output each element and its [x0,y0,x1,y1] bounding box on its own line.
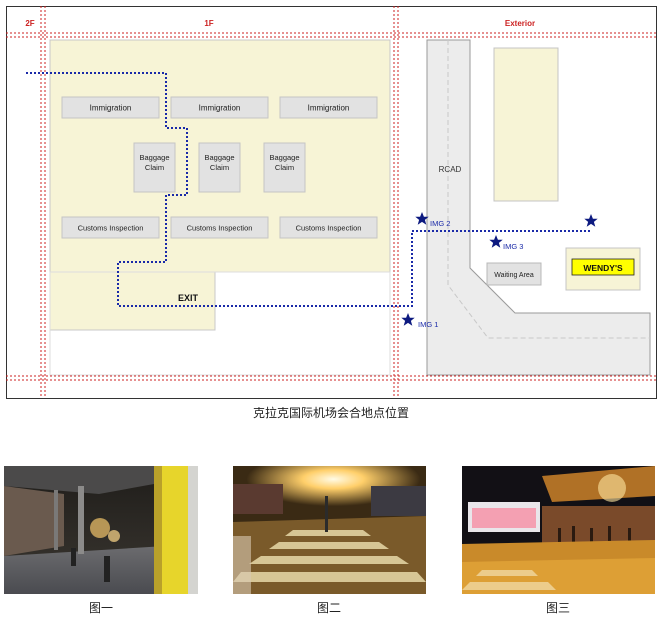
photo-3-caption: 图三 [545,601,570,615]
label-line: Claim [210,163,229,172]
label-line: Baggage [139,153,169,162]
section-exterior: Exterior [505,19,535,28]
immigration-label: Immigration [308,104,350,113]
label-line: Claim [275,163,294,172]
marker-label-img2: IMG 2 [430,219,450,228]
customs-label: Customs Inspection [78,224,144,233]
customs-label: Customs Inspection [187,224,253,233]
immigration-label: Immigration [199,104,241,113]
star-icon [489,235,503,248]
wendys-sign [571,258,635,276]
customs-boxes: Customs Inspection Customs Inspection Cu… [61,216,378,239]
meeting-stars [401,212,598,326]
parking-building [493,47,559,202]
marker-label-img3: IMG 3 [503,242,523,251]
label-line: Baggage [269,153,299,162]
wendys-label: WENDY'S [583,263,623,273]
waiting-area-label: Waiting Area [494,272,534,279]
label-line: Baggage [204,153,234,162]
section-2f: 2F [25,19,34,28]
hall-lower-area [49,271,391,376]
exit-label: EXIT [178,293,199,303]
airport-map: 2F 1F Exterior Immigration Immigration I… [6,6,657,399]
customs-label: Customs Inspection [296,224,362,233]
section-dividers [6,6,656,398]
road-centerline [447,40,650,339]
marker-label-img1: IMG 1 [418,320,438,329]
road [426,39,651,376]
star-icon [415,212,429,225]
section-1f: 1F [204,19,213,28]
photo-1-caption: 图一 [88,601,113,615]
map-caption: 克拉克国际机场会合地点位置 [252,406,409,420]
label-line: Claim [145,163,164,172]
waiting-area [486,262,542,286]
immigration-boxes: Immigration Immigration Immigration [61,96,378,119]
star-icon [401,313,415,326]
photo-1 [4,466,198,594]
road-label: RCAD [439,165,462,174]
photo-2 [233,466,426,594]
photo-3 [462,466,655,594]
walking-route [26,72,590,307]
photo-2-caption: 图二 [316,601,341,615]
immigration-label: Immigration [90,104,132,113]
star-icon [584,214,598,227]
